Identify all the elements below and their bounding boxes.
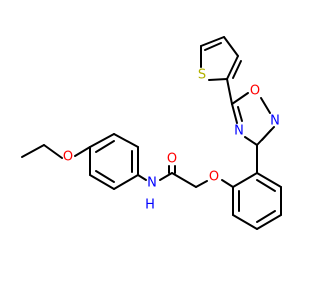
- molecule-structure: O O N H O O N N S: [0, 0, 300, 300]
- bond-oxd-c5-n4-inner: [237, 106, 243, 122]
- bond-ringA-5: [89, 174, 115, 190]
- bond-ringB-4: [256, 214, 282, 230]
- atom-o-ether: O: [209, 170, 219, 185]
- bond-ethyl-ch2: [43, 144, 63, 159]
- atom-n-oxadiazole-top: N: [270, 114, 280, 129]
- bond-thio-s-c2: [208, 78, 228, 81]
- bond-ringA-4: [113, 174, 139, 190]
- bond-ringB-1: [232, 172, 258, 188]
- bond-oxd-n2-o1: [260, 97, 271, 114]
- bond-nh-carbonyl: [159, 172, 173, 181]
- bond-oxadiazole-thiophene: [226, 78, 233, 105]
- atom-o-oxadiazole: O: [250, 84, 260, 99]
- bond-oxd-c5-n4: [231, 103, 238, 124]
- canvas-background: [0, 0, 300, 300]
- bond-ringB-2: [256, 172, 282, 188]
- bond-oxd-c3-n2-inner: [261, 129, 272, 141]
- bond-thio-c2-c3: [226, 55, 239, 80]
- atom-o-ethoxy: O: [63, 150, 73, 165]
- bond-oxd-o1-c5: [231, 92, 249, 105]
- atom-n-amide: N: [147, 176, 157, 191]
- bond-ch2-ether-o: [195, 180, 208, 188]
- atom-s-thiophene: S: [198, 68, 206, 83]
- bond-ring-nh: [137, 174, 147, 181]
- bond-ringA-inner-1: [95, 140, 115, 153]
- bond-ringA-inner-3: [95, 170, 115, 183]
- atom-n-oxadiazole-bottom: N: [234, 124, 244, 139]
- bond-ringB-inner-2: [256, 210, 276, 223]
- bond-thio-c2-c3-inner: [232, 60, 242, 79]
- bond-thio-c4-c5-inner: [204, 42, 222, 51]
- bond-oxd-n4-c3: [244, 136, 258, 146]
- atom-h-amide: H: [145, 198, 155, 213]
- bond-ringA-1: [89, 133, 115, 148]
- bond-ringB-inner-1: [256, 179, 276, 192]
- atom-o-carbonyl: O: [167, 152, 177, 167]
- bond-carbonyl-ch2: [171, 172, 197, 188]
- bonds: [21, 36, 282, 230]
- bond-ethoxy-o-ring: [74, 146, 91, 157]
- bond-ringA-2: [113, 133, 139, 148]
- bond-ringB-5: [232, 214, 258, 230]
- atom-labels: O O N H O O N N S: [63, 68, 280, 213]
- bond-ether-o-ring: [221, 179, 234, 188]
- bond-thio-c4-c5: [200, 36, 225, 47]
- bond-ethyl-ch3: [21, 144, 45, 158]
- bond-thio-c3-c4: [223, 36, 239, 57]
